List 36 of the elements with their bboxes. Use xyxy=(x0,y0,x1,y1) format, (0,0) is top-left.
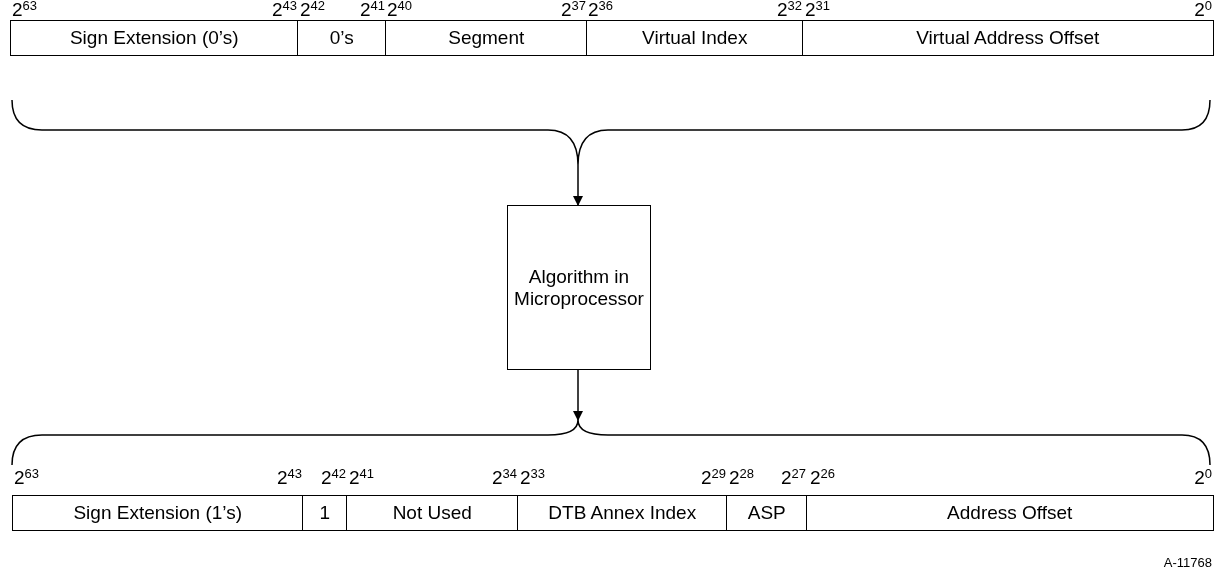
bit-field: Sign Extension (1’s) xyxy=(12,495,304,531)
bit-field: Sign Extension (0’s) xyxy=(10,20,299,56)
bit-field: ASP xyxy=(726,495,808,531)
bit-number: 2$^{0}$ xyxy=(1194,468,1212,488)
arrow xyxy=(573,369,583,421)
bit-number: 2$^{40}$ xyxy=(387,0,413,20)
bit-number: 2$^{26}$ xyxy=(810,468,836,488)
bit-number: 2$^{34}$ xyxy=(491,468,517,488)
bit-field: Address Offset xyxy=(806,495,1214,531)
arrow xyxy=(573,164,583,206)
bit-number: 2$^{27}$ xyxy=(780,468,806,488)
process-box: Algorithm in Microprocessor xyxy=(507,205,651,370)
bit-number: 2$^{0}$ xyxy=(1194,0,1212,20)
bit-number: 2$^{32}$ xyxy=(776,0,802,20)
bit-field: Virtual Index xyxy=(586,20,804,56)
bit-number: 2$^{41}$ xyxy=(359,0,385,20)
figure-id: A-11768 xyxy=(1163,554,1212,572)
bit-field: 1 xyxy=(302,495,348,531)
bit-number: 2$^{43}$ xyxy=(276,468,302,488)
bit-number: 2$^{33}$ xyxy=(520,468,546,488)
bit-number: 2$^{41}$ xyxy=(349,468,375,488)
bit-field: 0’s xyxy=(297,20,387,56)
bit-number: 2$^{43}$ xyxy=(271,0,297,20)
bit-number: 2$^{31}$ xyxy=(805,0,831,20)
bit-number: 2$^{63}$ xyxy=(14,468,40,488)
bit-field: DTB Annex Index xyxy=(517,495,728,531)
bit-number: 2$^{28}$ xyxy=(729,468,755,488)
bit-number: 2$^{63}$ xyxy=(12,0,38,20)
bit-field: Not Used xyxy=(346,495,519,531)
bit-number: 2$^{36}$ xyxy=(588,0,614,20)
bit-number: 2$^{29}$ xyxy=(700,468,726,488)
bit-number: 2$^{42}$ xyxy=(320,468,346,488)
bit-field: Virtual Address Offset xyxy=(802,20,1214,56)
bit-number: 2$^{42}$ xyxy=(300,0,326,20)
bit-field: Segment xyxy=(385,20,588,56)
bit-number: 2$^{37}$ xyxy=(560,0,586,20)
